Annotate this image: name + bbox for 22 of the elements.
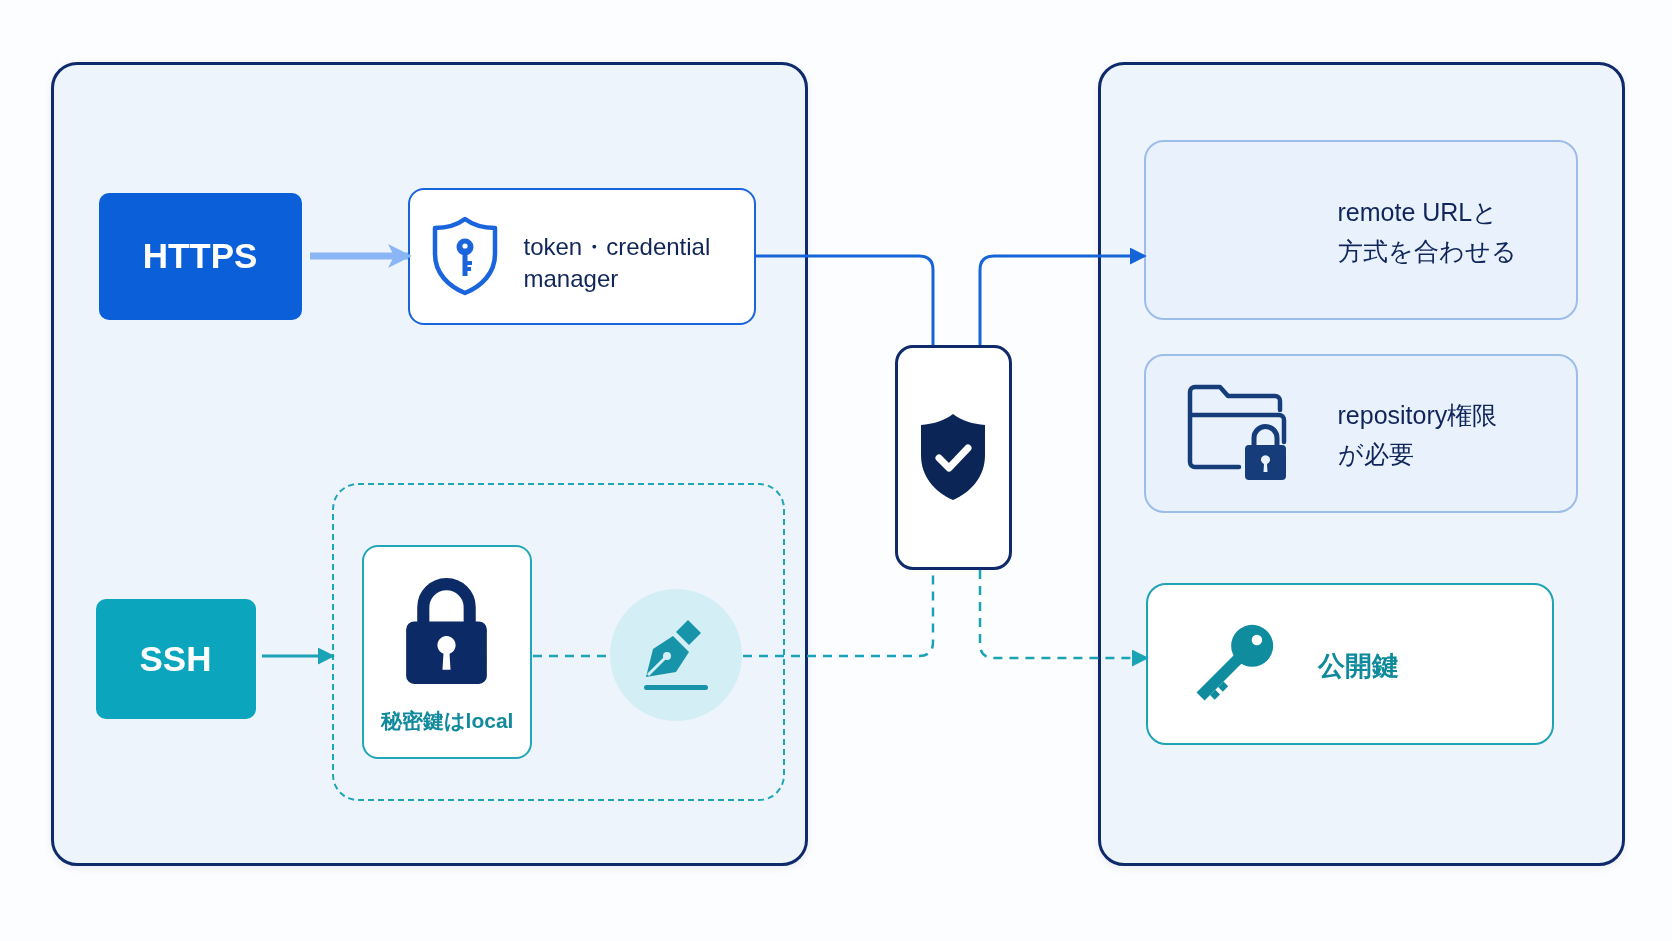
container-panel [1098,62,1625,866]
protocol-box [98,192,302,320]
protocol-label: SSH [139,637,212,680]
arrow [262,647,335,665]
dashed-group [331,482,785,801]
caption-label: 秘密鍵はlocal [380,708,514,734]
process-box [407,187,756,325]
info-box [1143,353,1578,513]
info-label: remote URLと方式を合わせる [1337,196,1518,267]
info-box [1143,139,1578,320]
key-label: 公開鍵 [1317,649,1399,683]
process-box [1145,582,1554,745]
process-box [362,545,532,759]
protocol-box [95,598,256,719]
arrow [978,570,1149,667]
protocol-label: HTTPS [142,235,258,277]
info-label: repository権限が必要 [1337,400,1499,470]
arrow [978,247,1147,345]
container-panel [51,62,808,866]
shield-card [895,345,1012,570]
connector-line [756,254,935,345]
card-label: token・credential manager [523,232,712,294]
